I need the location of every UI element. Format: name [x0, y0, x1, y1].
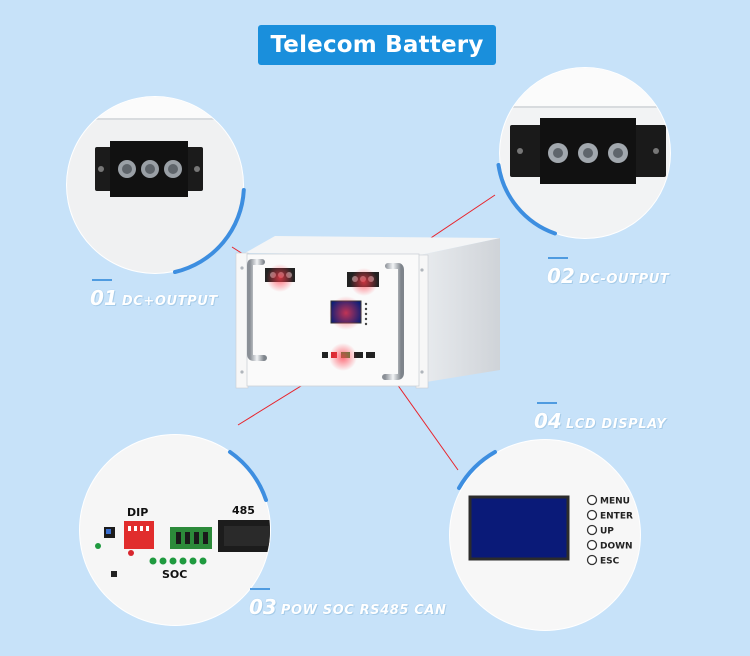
zoom-circle-dc-minus — [496, 67, 671, 239]
lcd-button-down-icon — [586, 539, 598, 551]
zoom-circle-lcd: MENU ENTER UP DOWN ESC — [449, 439, 641, 631]
callout-03-text: POW SOC RS485 CAN — [280, 603, 447, 618]
lcd-button-enter-label: ENTER — [600, 512, 633, 522]
callout-04-text: LCD DISPLAY — [565, 417, 667, 432]
callout-01-text: DC+OUTPUT — [121, 294, 218, 309]
lcd-button-enter-icon — [586, 509, 598, 521]
zoom-circle-ports: DIP 485 SOC — [79, 434, 271, 626]
callout-01-dash — [92, 279, 112, 281]
lcd-screen — [468, 495, 570, 561]
zoom-circle-dc-plus — [66, 96, 246, 274]
callout-04-number: 04 — [534, 409, 562, 433]
callout-02-number: 02 — [547, 264, 575, 288]
page-title: Telecom Battery — [258, 25, 496, 65]
lcd-menu-buttons: MENU ENTER UP DOWN ESC — [586, 494, 633, 567]
callout-01-number: 01 — [90, 286, 118, 310]
callout-02-dash — [548, 257, 568, 259]
callout-02-text: DC-OUTPUT — [578, 272, 670, 287]
soc-label: SOC — [162, 568, 187, 581]
rs485-label: 485 — [232, 504, 255, 517]
lcd-button-up-icon — [586, 524, 598, 536]
lcd-button-esc-label: ESC — [600, 557, 620, 567]
screw-terminals — [548, 143, 628, 163]
lcd-button-esc-icon — [586, 554, 598, 566]
callout-04-dash — [537, 402, 557, 404]
battery-cabinet — [235, 236, 500, 389]
callout-03-number: 03 — [249, 595, 277, 619]
lcd-button-menu-label: MENU — [600, 497, 630, 507]
soc-leds — [149, 557, 207, 565]
lcd-button-down-label: DOWN — [600, 542, 633, 552]
dip-label: DIP — [127, 506, 148, 519]
screw-terminals — [118, 160, 182, 178]
lcd-button-menu-icon — [586, 494, 598, 506]
callout-03-dash — [250, 588, 270, 590]
lcd-button-up-label: UP — [600, 527, 614, 537]
